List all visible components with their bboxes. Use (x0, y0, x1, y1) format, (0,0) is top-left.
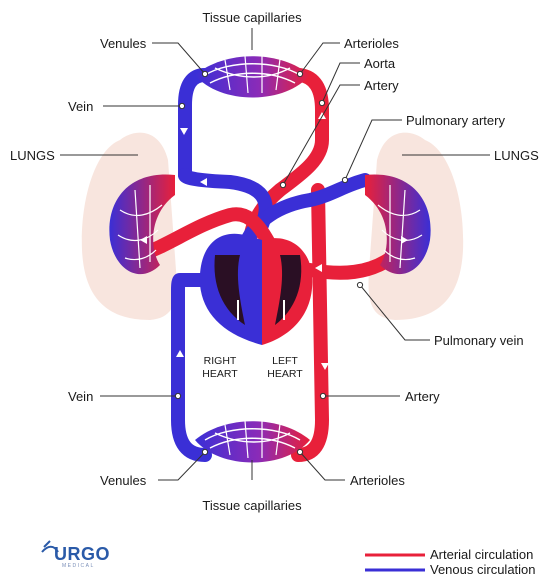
label-venules-top: Venules (100, 36, 147, 51)
label-tissue-capillaries-top: Tissue capillaries (202, 10, 302, 25)
label-venules-bottom: Venules (100, 473, 147, 488)
label-artery-top: Artery (364, 78, 399, 93)
label-arterioles-bottom: Arterioles (350, 473, 405, 488)
upper-vein-vessel (185, 75, 205, 175)
legend: Arterial circulation Venous circulation (365, 547, 536, 576)
logo-name: URGO (54, 544, 110, 564)
heart (200, 234, 312, 345)
label-pulmonary-vein: Pulmonary vein (434, 333, 524, 348)
legend-venous-label: Venous circulation (430, 562, 536, 576)
label-pulmonary-artery: Pulmonary artery (406, 113, 505, 128)
label-lungs-left: LUNGS (10, 148, 55, 163)
tissue-capillaries-top-bed (195, 56, 310, 98)
legend-arterial-label: Arterial circulation (430, 547, 533, 562)
label-aorta: Aorta (364, 56, 396, 71)
label-vein-top: Vein (68, 99, 93, 114)
label-vein-bottom: Vein (68, 389, 93, 404)
urgo-logo: URGO MEDICAL (42, 541, 110, 569)
label-tissue-capillaries-bottom: Tissue capillaries (202, 498, 302, 513)
label-lungs-right: LUNGS (494, 148, 539, 163)
label-right-heart-1: RIGHT (204, 355, 237, 367)
label-artery-bottom: Artery (405, 389, 440, 404)
label-left-heart-2: HEART (267, 368, 303, 380)
label-left-heart-1: LEFT (272, 355, 298, 367)
label-arterioles-top: Arterioles (344, 36, 399, 51)
label-right-heart-2: HEART (202, 368, 238, 380)
logo-sub: MEDICAL (62, 563, 95, 569)
systemic-artery-vessel (298, 190, 322, 455)
